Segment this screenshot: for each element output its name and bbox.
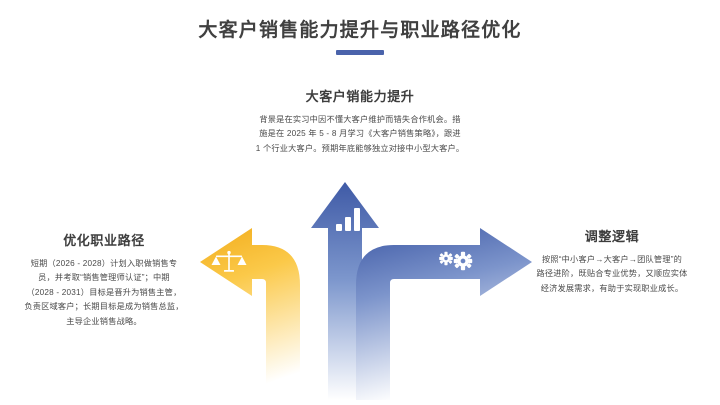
page-title-block: 大客户销售能力提升与职业路径优化 (0, 18, 720, 55)
node-left-body-line: 员，并考取“销售管理师认证”；中期 (38, 273, 170, 283)
node-center-body: 背景是在实习中因不懂大客户维护而错失合作机会。措 施是在 2025 年 5 - … (228, 113, 492, 156)
node-right-body-line: 经济发展需求，有助于实现职业成长。 (540, 283, 684, 293)
node-left: 优化职业路径 短期（2026 - 2028）计划入职做销售专 员，并考取“销售管… (8, 232, 200, 329)
scales-icon (211, 250, 247, 272)
node-right-title: 调整逻辑 (584, 229, 640, 244)
node-center-body-line: 背景是在实习中因不懂大客户维护而错失合作机会。措 (259, 115, 461, 124)
node-right: 调整逻辑 按照“中小客户→大客户→团队管理”的 路径进阶，既贴合专业优势，又顺应… (512, 228, 712, 296)
gears-icon (439, 251, 473, 271)
node-left-body: 短期（2026 - 2028）计划入职做销售专 员，并考取“销售管理师认证”；中… (8, 257, 200, 329)
bar-chart-icon (336, 208, 360, 231)
node-center-title: 大客户销能力提升 (305, 89, 415, 104)
left-curved-arrow (200, 228, 300, 400)
node-left-body-line: 主导企业销售战略。 (66, 316, 142, 326)
node-left-title: 优化职业路径 (63, 233, 145, 248)
node-center: 大客户销能力提升 背景是在实习中因不懂大客户维护而错失合作机会。措 施是在 20… (228, 88, 492, 156)
node-right-body-line: 按照“中小客户→大客户→团队管理”的 (541, 255, 683, 264)
title-underline-accent (336, 50, 384, 55)
node-left-body-line: 短期（2026 - 2028）计划入职做销售专 (30, 259, 178, 268)
page-title: 大客户销售能力提升与职业路径优化 (198, 20, 522, 41)
node-right-body: 按照“中小客户→大客户→团队管理”的 路径进阶，既贴合专业优势，又顺应实体 经济… (512, 253, 712, 296)
right-curved-arrow (356, 228, 532, 400)
node-left-body-line: （2028 - 2031）目标是晋升为销售主管， (26, 287, 182, 297)
node-left-body-line: 负责区域客户；长期目标是成为销售总监， (24, 302, 184, 312)
node-center-body-line: 施是在 2025 年 5 - 8 月学习《大客户销售策略》，跟进 (259, 129, 461, 139)
node-center-body-line: 1 个行业大客户。预期年底能够独立对接中小型大客户。 (255, 143, 465, 153)
node-right-body-line: 路径进阶，既贴合专业优势，又顺应实体 (536, 269, 688, 279)
